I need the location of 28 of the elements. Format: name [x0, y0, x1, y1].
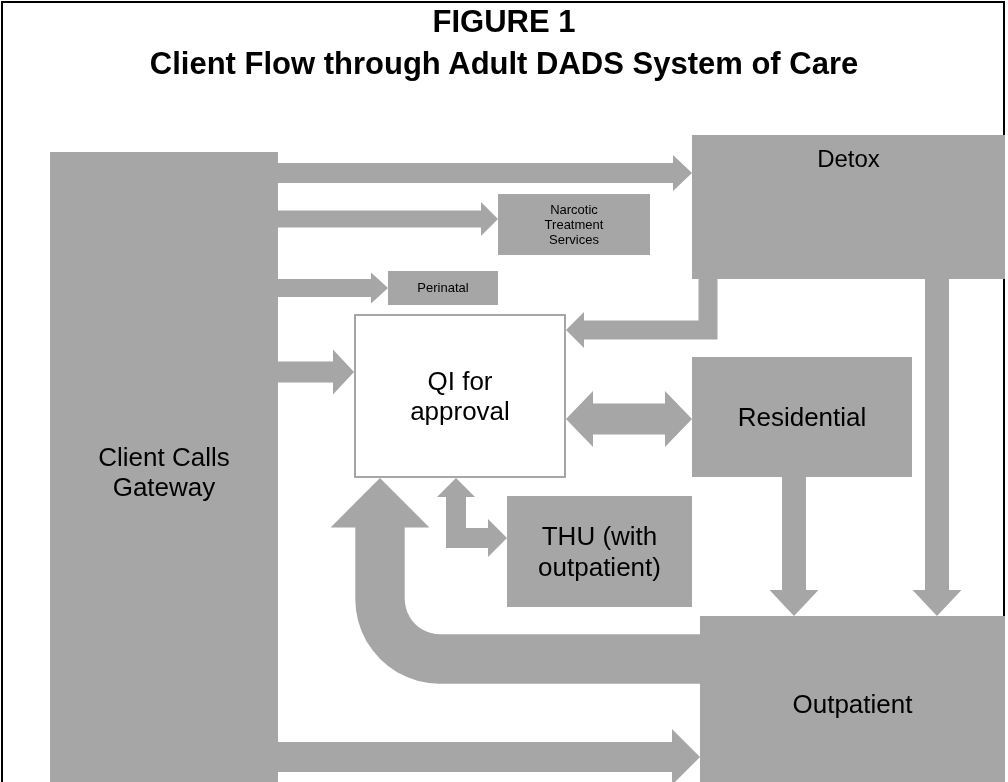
block-arrow	[437, 478, 507, 557]
node-label: QI for approval	[409, 365, 511, 427]
block-arrow	[912, 279, 962, 616]
block-arrow	[769, 477, 819, 616]
node-label: Client Calls Gateway	[97, 441, 231, 503]
block-arrow	[278, 272, 388, 304]
node-label: Perinatal	[417, 280, 469, 296]
block-arrow	[278, 729, 700, 782]
block-arrow	[278, 155, 692, 191]
block-arrow	[278, 349, 354, 395]
process-box	[700, 616, 1005, 782]
node-label: Outpatient	[792, 688, 913, 720]
process-box	[692, 135, 1005, 279]
process-box	[507, 496, 692, 607]
node-label: Narcotic Treatment Services	[543, 201, 605, 248]
figure-number: FIGURE 1	[431, 4, 577, 40]
block-arrow	[566, 391, 692, 447]
node-label: Residential	[737, 401, 867, 433]
decision-box	[354, 314, 566, 478]
figure-title: Client Flow through Adult DADS System of Care	[148, 46, 860, 82]
process-box	[692, 357, 912, 477]
process-box	[388, 271, 498, 305]
node-label: THU (with outpatient)	[537, 521, 662, 582]
block-arrow	[566, 279, 718, 348]
process-box	[498, 194, 650, 255]
block-arrow	[278, 202, 498, 236]
node-label: Detox	[817, 145, 880, 174]
process-box	[50, 152, 278, 782]
